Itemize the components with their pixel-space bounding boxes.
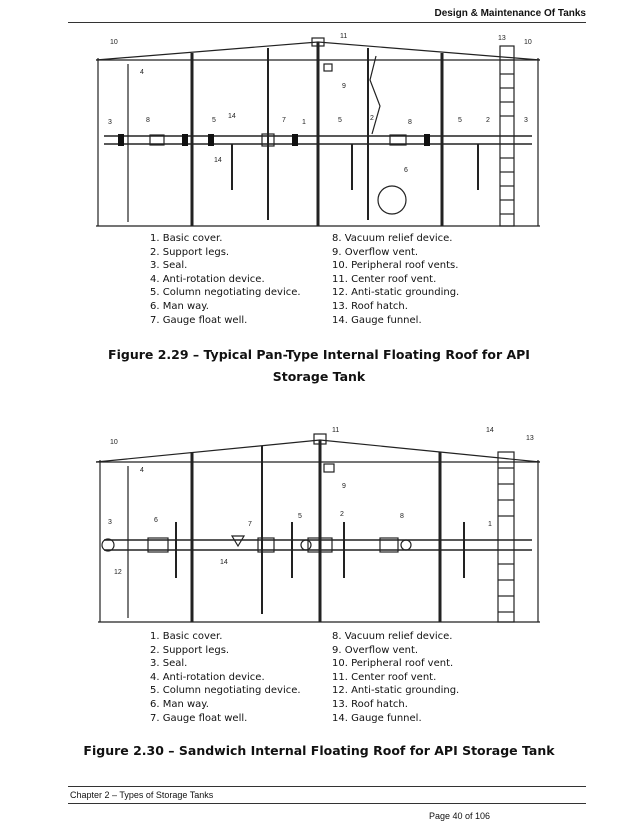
legend-item: 11. Center roof vent.: [332, 273, 437, 285]
svg-text:10: 10: [524, 39, 532, 46]
footer-rule: [68, 803, 586, 804]
legend-item: 7. Gauge float well.: [150, 314, 248, 326]
figure-caption: Figure 2.29 – Typical Pan-Type Internal …: [0, 344, 638, 388]
legend-item: 7. Gauge float well.: [150, 712, 248, 724]
svg-text:11: 11: [332, 427, 339, 434]
legend-item: 5. Column negotiating device.: [150, 685, 301, 697]
chapter-footer: Chapter 2 – Types of Storage Tanks: [70, 790, 214, 800]
svg-text:4: 4: [140, 467, 144, 474]
running-header: Design & Maintenance Of Tanks: [434, 8, 586, 19]
svg-text:13: 13: [498, 35, 506, 42]
legend-item: 2. Support legs.: [150, 246, 230, 258]
legend-left-fig2: 1. Basic cover. 2. Support legs. 3. Seal…: [150, 630, 301, 725]
legend-item: 3. Seal.: [150, 260, 188, 272]
svg-text:14: 14: [228, 113, 236, 120]
legend-item: 12. Anti-static grounding.: [332, 685, 460, 697]
svg-text:7: 7: [282, 117, 286, 124]
caption-line: Figure 2.30 – Sandwich Internal Floating…: [83, 743, 555, 758]
legend-item: 13. Roof hatch.: [332, 698, 408, 710]
svg-text:2: 2: [370, 115, 374, 122]
svg-text:10: 10: [110, 439, 118, 446]
legend-item: 14. Gauge funnel.: [332, 314, 422, 326]
legend-item: 5. Column negotiating device.: [150, 287, 301, 299]
footer-rule: [68, 786, 586, 787]
legend-right-fig2: 8. Vacuum relief device. 9. Overflow ven…: [332, 630, 459, 725]
legend-item: 3. Seal.: [150, 658, 188, 670]
svg-text:14: 14: [220, 559, 228, 566]
legend-item: 4. Anti-rotation device.: [150, 671, 265, 683]
svg-text:8: 8: [400, 513, 404, 520]
svg-text:14: 14: [486, 427, 494, 434]
legend-item: 1. Basic cover.: [150, 631, 223, 642]
svg-text:1: 1: [488, 521, 492, 528]
svg-text:8: 8: [408, 119, 412, 126]
legend-item: 14. Gauge funnel.: [332, 712, 422, 724]
svg-text:5: 5: [458, 117, 462, 124]
svg-text:13: 13: [526, 435, 534, 442]
page-number: Page 40 of 106: [428, 811, 490, 821]
legend-right-fig1: 8. Vacuum relief device. 9. Overflow ven…: [332, 232, 459, 327]
legend-item: 10. Peripheral roof vent.: [332, 658, 454, 670]
svg-text:9: 9: [342, 483, 346, 490]
sandwich-roof-diagram: 10 11 14 13 4 9 3 6 7 5 2 8 1 12 14: [95, 427, 541, 623]
svg-text:3: 3: [108, 119, 112, 126]
svg-text:2: 2: [486, 117, 490, 124]
svg-text:6: 6: [154, 517, 158, 524]
svg-text:7: 7: [248, 521, 252, 528]
svg-text:5: 5: [212, 117, 216, 124]
svg-text:4: 4: [140, 69, 144, 76]
svg-text:2: 2: [340, 511, 344, 518]
svg-text:3: 3: [524, 117, 528, 124]
pan-type-roof-diagram: 10 11 13 10 4 9 3 8 5 14 7 1 5 2 8 5 2 3 14 6: [95, 33, 541, 227]
svg-text:1: 1: [302, 119, 306, 126]
legend-item: 9. Overflow vent.: [332, 644, 419, 656]
svg-text:10: 10: [110, 39, 118, 46]
caption-line: Storage Tank: [272, 369, 366, 384]
caption-line: Figure 2.29 – Typical Pan-Type Internal …: [108, 347, 530, 362]
legend-item: 10. Peripheral roof vents.: [332, 260, 459, 272]
svg-text:3: 3: [108, 519, 112, 526]
svg-text:8: 8: [146, 117, 150, 124]
legend-item: 1. Basic cover.: [150, 233, 223, 244]
svg-text:6: 6: [404, 167, 408, 174]
legend-item: 13. Roof hatch.: [332, 300, 408, 312]
svg-text:14: 14: [214, 157, 222, 164]
legend-item: 11. Center roof vent.: [332, 671, 437, 683]
svg-text:5: 5: [338, 117, 342, 124]
svg-text:9: 9: [342, 83, 346, 90]
legend-item: 6. Man way.: [150, 300, 209, 312]
svg-text:11: 11: [340, 33, 347, 40]
legend-item: 6. Man way.: [150, 698, 209, 710]
header-rule: [68, 22, 586, 23]
legend-item: 9. Overflow vent.: [332, 246, 419, 258]
legend-item: 2. Support legs.: [150, 644, 230, 656]
legend-item: 8. Vacuum relief device.: [332, 631, 453, 642]
legend-left-fig1: 1. Basic cover. 2. Support legs. 3. Seal…: [150, 232, 301, 327]
figure-caption: Figure 2.30 – Sandwich Internal Floating…: [0, 740, 638, 762]
svg-text:12: 12: [114, 569, 122, 576]
legend-item: 4. Anti-rotation device.: [150, 273, 265, 285]
legend-item: 12. Anti-static grounding.: [332, 287, 460, 299]
legend-item: 8. Vacuum relief device.: [332, 233, 453, 244]
svg-text:5: 5: [298, 513, 302, 520]
